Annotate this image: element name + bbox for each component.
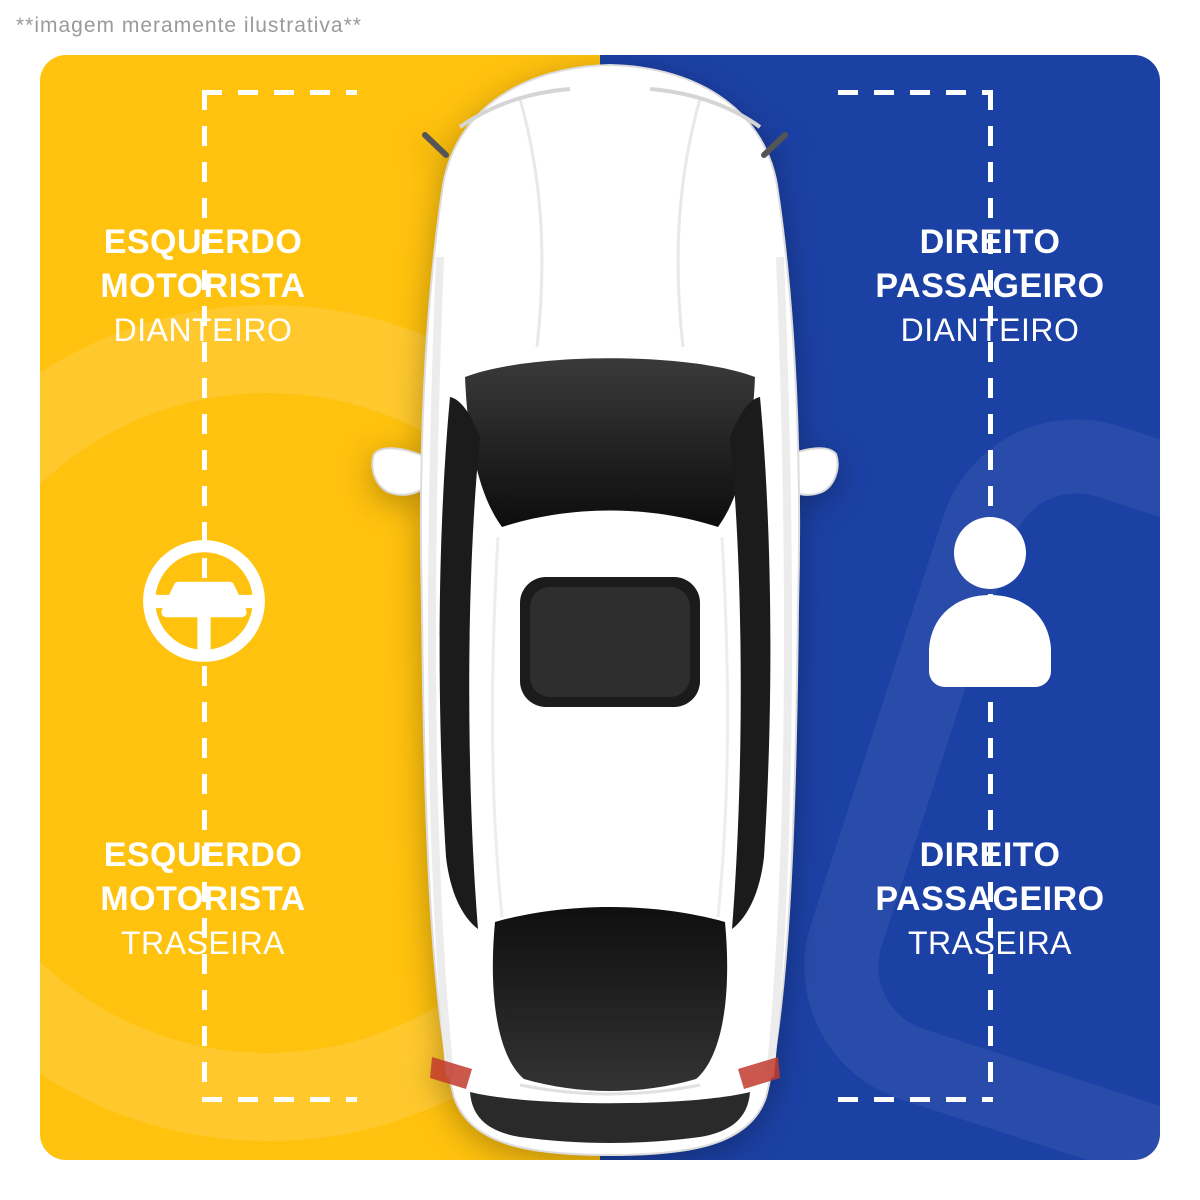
label-front-right-line3: DIANTEIRO <box>900 312 1080 348</box>
label-rear-left-line3: TRASEIRA <box>120 925 286 961</box>
driver-guide-top-dashed-line <box>202 90 357 95</box>
label-front-left-line3: DIANTEIRO <box>113 312 293 348</box>
passenger-guide-top-dashed-line <box>838 90 993 95</box>
label-rear-right: DIREITO PASSAGEIRO TRASEIRA <box>830 833 1150 965</box>
driver-guide-bottom-dashed-line <box>202 1097 357 1102</box>
label-rear-left-line2: MOTORISTA <box>100 880 306 918</box>
label-rear-left-line1: ESQUERDO <box>103 836 303 874</box>
label-front-right-line1: DIREITO <box>919 223 1061 261</box>
label-rear-right-line1: DIREITO <box>919 836 1061 874</box>
label-rear-right-line3: TRASEIRA <box>907 925 1073 961</box>
label-front-left: ESQUERDO MOTORISTA DIANTEIRO <box>43 220 363 352</box>
label-rear-right-line2: PASSAGEIRO <box>875 880 1105 918</box>
disclaimer-text: **imagem meramente ilustrativa** <box>16 14 362 37</box>
person-icon <box>915 513 1065 693</box>
illustration-card: ESQUERDO MOTORISTA DIANTEIRO DIREITO PAS… <box>40 55 1160 1160</box>
steering-wheel-icon <box>138 535 270 672</box>
car-top-view-illustration <box>371 63 839 1157</box>
label-rear-left: ESQUERDO MOTORISTA TRASEIRA <box>43 833 363 965</box>
label-front-right-line2: PASSAGEIRO <box>875 267 1105 305</box>
label-front-left-line2: MOTORISTA <box>100 267 306 305</box>
label-front-right: DIREITO PASSAGEIRO DIANTEIRO <box>830 220 1150 352</box>
passenger-guide-bottom-dashed-line <box>838 1097 993 1102</box>
label-front-left-line1: ESQUERDO <box>103 223 303 261</box>
